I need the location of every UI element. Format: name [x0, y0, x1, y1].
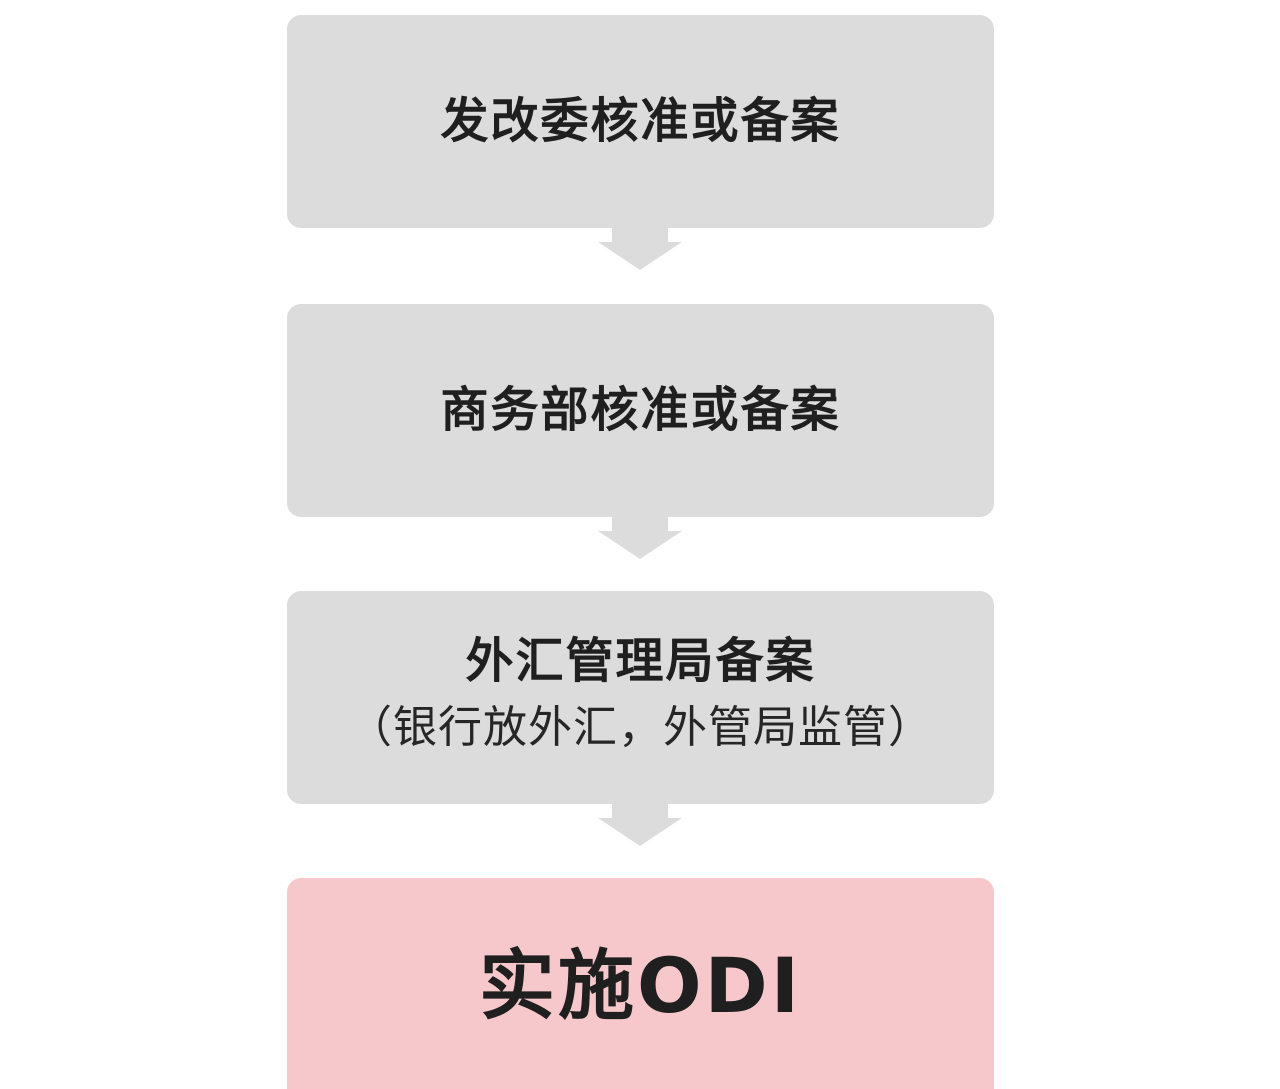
step-safe-filing: 外汇管理局备案 （银行放外汇，外管局监管） — [287, 591, 994, 804]
step-title: 发改委核准或备案 — [440, 92, 841, 149]
step-mofcom-approval: 商务部核准或备案 — [287, 304, 994, 517]
arrow-down-shape — [598, 517, 682, 559]
step-implement-odi: 实施ODI — [287, 878, 994, 1089]
step-title: 外汇管理局备案 — [465, 632, 816, 689]
arrow-down-shape — [598, 804, 682, 846]
arrow-down-icon — [598, 228, 682, 270]
step-title: 实施ODI — [479, 941, 802, 1031]
arrow-down-shape — [598, 228, 682, 270]
arrow-down-icon — [598, 804, 682, 846]
step-ndrc-approval: 发改委核准或备案 — [287, 15, 994, 228]
step-title: 商务部核准或备案 — [440, 381, 841, 438]
step-note: （银行放外汇，外管局监管） — [348, 701, 933, 753]
arrow-down-icon — [598, 517, 682, 559]
